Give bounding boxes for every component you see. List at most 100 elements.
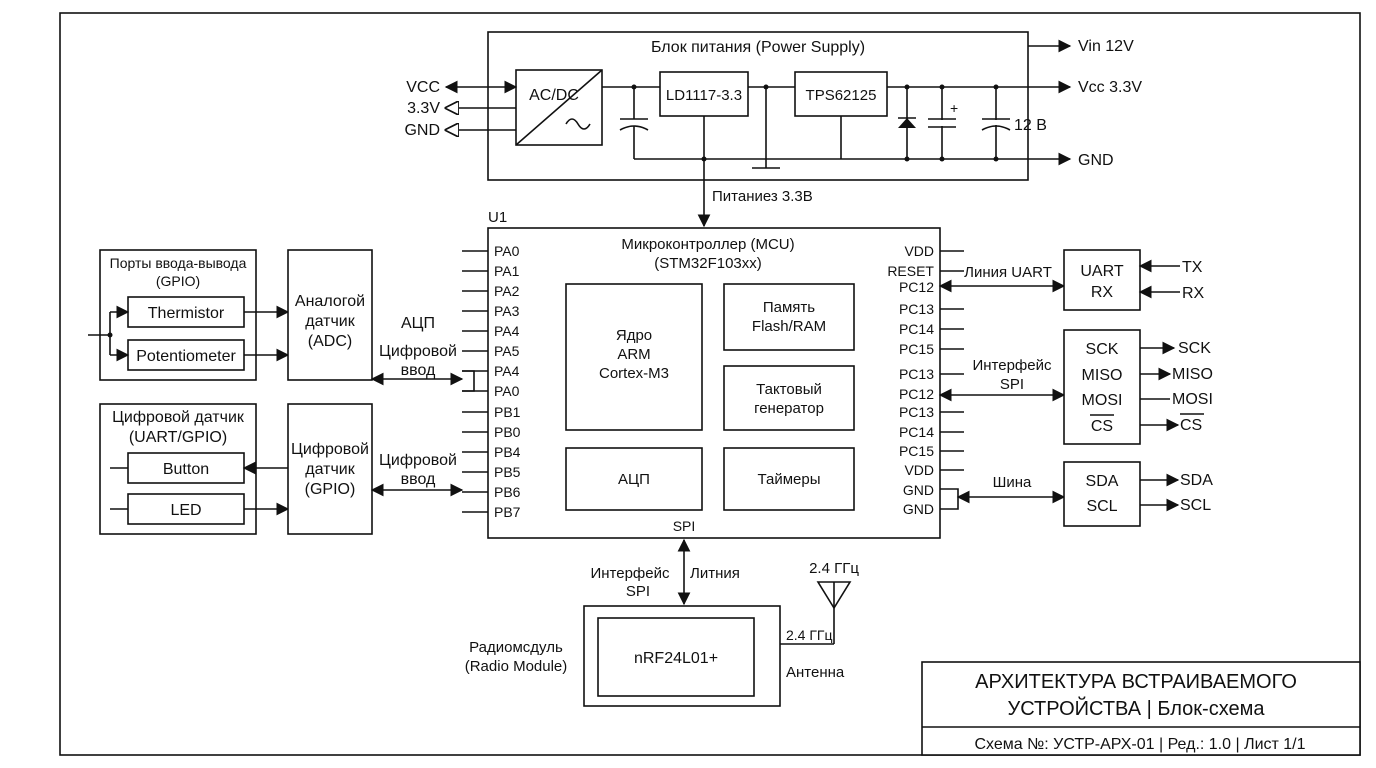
frequency-label: 2.4 ГГц — [809, 560, 859, 577]
v33-input-label: 3.3V — [407, 100, 440, 117]
polarity-plus-label: + — [950, 100, 958, 116]
drawing-number: Схема №: УСТР-АРХ-01 | Ред.: 1.0 | Лист … — [974, 736, 1305, 753]
timers-label: Таймеры — [758, 471, 821, 488]
vin12-output-label: Vin 12V — [1078, 38, 1134, 55]
potentiometer-label: Potentiometer — [136, 348, 236, 365]
pin-left: PA5 — [462, 343, 520, 359]
frequency-label: 2.4 ГГц — [786, 627, 833, 643]
adc-link-label: АЦП — [401, 315, 435, 332]
svg-text:PC13: PC13 — [899, 404, 934, 420]
pin-right: RESET — [887, 263, 964, 279]
ld1117-regulator — [659, 71, 749, 117]
clock-label: Тактовый — [756, 381, 822, 398]
memory-block — [723, 283, 855, 351]
mcu-left-pins: PA0 PA1 PA2 PA3 PA4 PA5 PA4 PA0 PB1 PB0 … — [462, 243, 521, 520]
thermistor-block — [127, 296, 245, 328]
rx-output-label: RX — [1182, 285, 1205, 302]
svg-text:PA0: PA0 — [494, 383, 520, 399]
cpu-core-label: Cortex-M3 — [599, 365, 669, 382]
power-supply-block: Блок питания (Power Supply) AC/DC VCC 3.… — [404, 31, 1142, 181]
ld1117-label: LD1117-3.3 — [666, 87, 742, 104]
pin-right: GND — [903, 482, 934, 498]
gnd-output-label: GND — [1078, 152, 1114, 169]
spi-miso-label: MISO — [1082, 367, 1123, 384]
adc-block — [565, 447, 703, 511]
miso-output-label: MISO — [1172, 366, 1213, 383]
digital-input-label: ввод — [401, 471, 436, 488]
digital-sensor-label: (GPIO) — [305, 481, 356, 498]
svg-text:PC14: PC14 — [899, 321, 934, 337]
spi-mosi-label: MOSI — [1082, 392, 1123, 409]
pin-left: PA4 — [462, 323, 520, 339]
timers-block — [723, 447, 855, 511]
svg-text:PC13: PC13 — [899, 366, 934, 382]
digital-sensor-label: Цифровой — [291, 441, 369, 458]
memory-label: Память — [763, 299, 815, 316]
gpio-group-subtitle: (GPIO) — [156, 273, 200, 289]
clock-label: генератор — [754, 400, 824, 417]
antenna-icon — [816, 581, 852, 644]
digital-group-subtitle: (UART/GPIO) — [129, 429, 227, 446]
pin-right: PC12 — [899, 386, 934, 402]
svg-text:PC12: PC12 — [899, 386, 934, 402]
svg-text:PA3: PA3 — [494, 303, 520, 319]
pin-right: PC12 — [899, 279, 934, 295]
pin-left: PB0 — [462, 424, 521, 440]
title-block: АРХИТЕКТУРА ВСТРАИВАЕМОГО УСТРОЙСТВА | Б… — [921, 661, 1361, 756]
digital-input-label: Цифровой — [379, 452, 457, 469]
svg-text:GND: GND — [903, 501, 934, 517]
clock-generator-block — [723, 365, 855, 431]
analog-sensor-label: (ADC) — [308, 333, 352, 350]
digital-sensor-group: Цифровой датчик (UART/GPIO) Button LED — [99, 403, 290, 535]
nrf24-label: nRF24L01+ — [634, 650, 718, 667]
pin-right: PC15 — [899, 443, 964, 459]
drawing-title: АРХИТЕКТУРА ВСТРАИВАЕМОГО — [975, 671, 1297, 693]
power-feed-label: Питаниез 3.3В — [712, 188, 813, 205]
svg-text:PA1: PA1 — [494, 263, 520, 279]
led-label: LED — [170, 502, 201, 519]
thermistor-label: Thermistor — [148, 305, 225, 322]
svg-text:PB7: PB7 — [494, 504, 521, 520]
svg-text:PA4: PA4 — [494, 363, 520, 379]
uart-block: UART RX — [1063, 249, 1141, 311]
tps62125-regulator — [794, 71, 888, 117]
i2c-block: SDA SCL — [1063, 461, 1141, 527]
analog-sensor-label: Аналогой — [295, 293, 365, 310]
gnd-input-label: GND — [404, 122, 440, 139]
gpio-group-title: Порты ввода-вывода — [110, 255, 247, 271]
svg-text:PB4: PB4 — [494, 444, 521, 460]
mosi-output-label: MOSI — [1172, 391, 1213, 408]
pin-left: PB6 — [462, 484, 521, 500]
digital-input-label: Цифровой — [379, 343, 457, 360]
drawing-subtitle: УСТРОЙСТВА | Блок-схема — [1008, 696, 1266, 720]
mcu-right-pins: VDD RESET PC12 PC13 PC14 PC15 PC13 PC12 … — [887, 243, 964, 517]
power-supply-title: Блок питания (Power Supply) — [651, 39, 865, 56]
pin-right: GND — [903, 501, 934, 517]
pin-left: PB5 — [462, 464, 521, 480]
uart-label: UART — [1080, 263, 1123, 280]
digital-sensor-label: датчик — [305, 461, 355, 478]
spi-interface-label: SPI — [1000, 376, 1024, 393]
svg-text:PA4: PA4 — [494, 323, 520, 339]
spi-interface-label: Интерфейс — [972, 357, 1052, 374]
svg-text:VDD: VDD — [904, 462, 934, 478]
cpu-core-block — [565, 283, 703, 431]
digital-group-title: Цифровой датчик — [112, 409, 245, 426]
pin-right: PC13 — [899, 366, 964, 382]
tx-output-label: TX — [1182, 259, 1203, 276]
pin-left: PA0 — [462, 243, 520, 259]
antenna-label: Антенна — [786, 664, 845, 681]
cpu-core-label: ARM — [617, 346, 650, 363]
acdc-label: AC/DC — [529, 87, 579, 104]
svg-text:PA2: PA2 — [494, 283, 520, 299]
svg-text:GND: GND — [903, 482, 934, 498]
pin-left: PB1 — [462, 404, 521, 420]
svg-text:RESET: RESET — [887, 263, 934, 279]
pin-right: VDD — [904, 462, 964, 478]
digital-input-label: ввод — [401, 362, 436, 379]
spi-sck-label: SCK — [1086, 341, 1119, 358]
pin-left: PA2 — [462, 283, 520, 299]
capacitor-voltage-label: 12 В — [1014, 117, 1047, 134]
nrf24-chip — [597, 617, 755, 697]
pin-right: VDD — [904, 243, 964, 259]
